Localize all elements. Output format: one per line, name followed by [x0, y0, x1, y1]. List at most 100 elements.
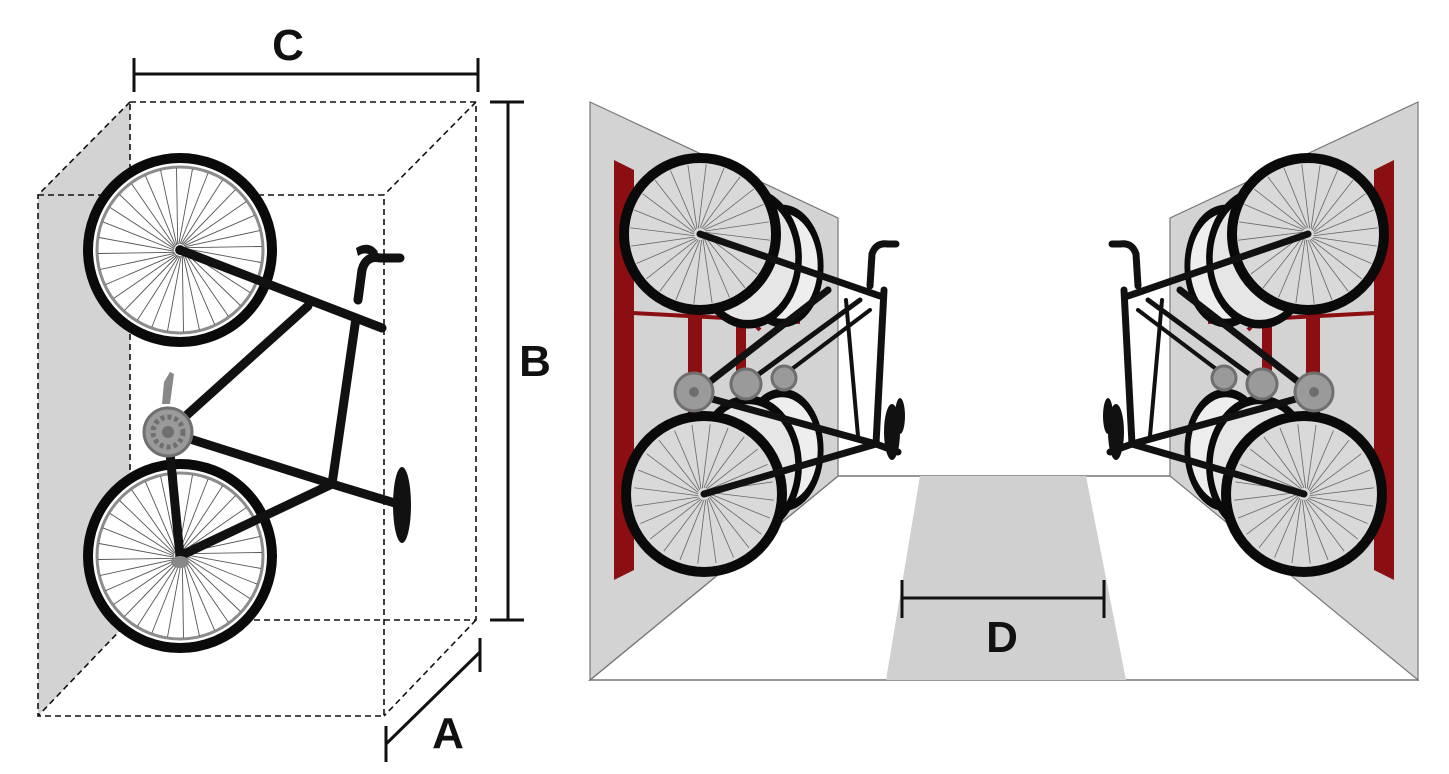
hanging-bicycle	[83, 153, 411, 653]
wheel-spoke	[687, 165, 698, 229]
wheel-spoke	[1267, 176, 1307, 229]
wheel-spoke	[646, 238, 698, 280]
wheel-spoke	[178, 168, 193, 245]
dimension-b-label: B	[519, 337, 551, 386]
wheel-spoke	[1312, 180, 1354, 232]
wheel-spoke	[631, 236, 695, 247]
wheel-spoke	[705, 221, 769, 232]
wheel-spoke	[181, 255, 184, 332]
wheel-spoke	[1313, 209, 1374, 235]
wheel-spoke	[167, 561, 182, 638]
wheel-spoke	[183, 507, 247, 552]
wheel-spoke	[709, 495, 762, 535]
wheel-spoke	[131, 489, 176, 553]
wheel-spoke	[183, 201, 247, 246]
wheel-spoke	[705, 232, 770, 241]
wheel-spoke	[109, 207, 175, 250]
wheel-spoke	[180, 179, 223, 245]
wheel-spoke	[105, 559, 176, 592]
wheel-spoke	[702, 424, 711, 489]
wheel-spoke	[704, 236, 746, 288]
wheel-spoke	[185, 554, 262, 569]
wheel-spoke	[1309, 453, 1362, 493]
wheel-spoke	[706, 448, 758, 490]
wheel-spoke	[642, 193, 695, 233]
dimension-d	[900, 580, 1106, 618]
wheel-spoke	[179, 478, 209, 551]
wheel-spoke	[1309, 487, 1374, 496]
wheel-spoke	[119, 194, 175, 249]
wheel-spoke	[105, 253, 176, 286]
wheel-spoke	[185, 246, 262, 249]
wheel-spoke	[670, 170, 697, 230]
wheel-spoke	[151, 561, 181, 634]
wheel-spoke	[679, 499, 705, 560]
wheel-spoke	[1313, 236, 1377, 247]
wheel-spoke	[709, 492, 774, 501]
wheel-spoke	[658, 440, 700, 492]
dimension-d-label: D	[986, 613, 1018, 662]
wheel-spoke	[1310, 238, 1362, 280]
wheel-spoke	[697, 499, 706, 564]
wheel-spoke	[144, 175, 177, 246]
wheel-spoke	[184, 230, 260, 248]
wheel-spoke	[1240, 464, 1300, 491]
wheel-spoke	[184, 253, 229, 317]
wheel-spoke	[1313, 193, 1366, 233]
wheel-spoke	[638, 469, 699, 495]
dimension-c	[132, 58, 480, 92]
dimension-c-label: C	[272, 21, 304, 70]
wheel-spoke	[1263, 436, 1303, 489]
wheel-spoke	[1310, 165, 1321, 229]
wheel-spoke	[167, 255, 182, 332]
dimension-a-label: A	[432, 709, 464, 758]
wheel-spoke	[693, 239, 702, 304]
wheel-spoke	[659, 239, 699, 292]
wheel-spoke	[635, 496, 699, 507]
wheel-spoke	[1250, 448, 1302, 490]
wheel-spoke	[1278, 238, 1305, 298]
wheel-spoke	[100, 558, 176, 576]
clearance-box	[37, 101, 477, 717]
dimension-a	[384, 638, 482, 762]
wheel-spoke	[182, 254, 200, 330]
wheel-spoke	[707, 498, 734, 558]
wheel-spoke	[691, 425, 702, 489]
wheel-spoke	[1303, 499, 1329, 560]
wheel-spoke	[1279, 428, 1305, 489]
wheel-spoke	[1246, 495, 1299, 535]
wheel-spoke	[181, 189, 236, 245]
wheel-spoke	[709, 493, 770, 519]
single-bike-clearance-figure: C B A	[37, 21, 551, 762]
wheel-spoke	[698, 164, 707, 229]
wheel-spoke	[640, 497, 700, 524]
right-bike-row	[1103, 153, 1389, 577]
wheel-spoke	[98, 237, 175, 252]
wheel-spoke	[100, 252, 176, 270]
wheel-spoke	[1313, 227, 1378, 236]
wheel-spoke	[183, 254, 216, 325]
saddle	[393, 467, 411, 543]
wheel-spoke	[98, 557, 175, 560]
wheel-spoke	[119, 500, 175, 555]
wheel-spoke	[184, 214, 255, 247]
dimension-b	[490, 100, 524, 622]
wheel-spoke	[705, 436, 745, 489]
wheel-spoke	[1283, 168, 1309, 229]
wheel-spoke	[181, 495, 236, 551]
wheel-spoke	[1302, 499, 1311, 564]
wheel-spoke	[1307, 239, 1333, 300]
wheel-spoke	[102, 527, 175, 557]
wheel-spoke	[137, 561, 180, 627]
wheel-spoke	[1312, 237, 1372, 264]
wheel-spoke	[1309, 239, 1349, 292]
wheel-spoke	[1238, 493, 1299, 519]
wheel-spoke	[131, 183, 176, 247]
wheel-spoke	[650, 498, 702, 540]
wheel-spoke	[701, 176, 741, 229]
aisle-perspective-figure: D	[587, 101, 1420, 682]
wheel-spoke	[183, 560, 216, 631]
wheel-spoke	[663, 499, 703, 552]
wheel-spoke	[1295, 239, 1306, 303]
wheel-spoke	[704, 204, 764, 231]
